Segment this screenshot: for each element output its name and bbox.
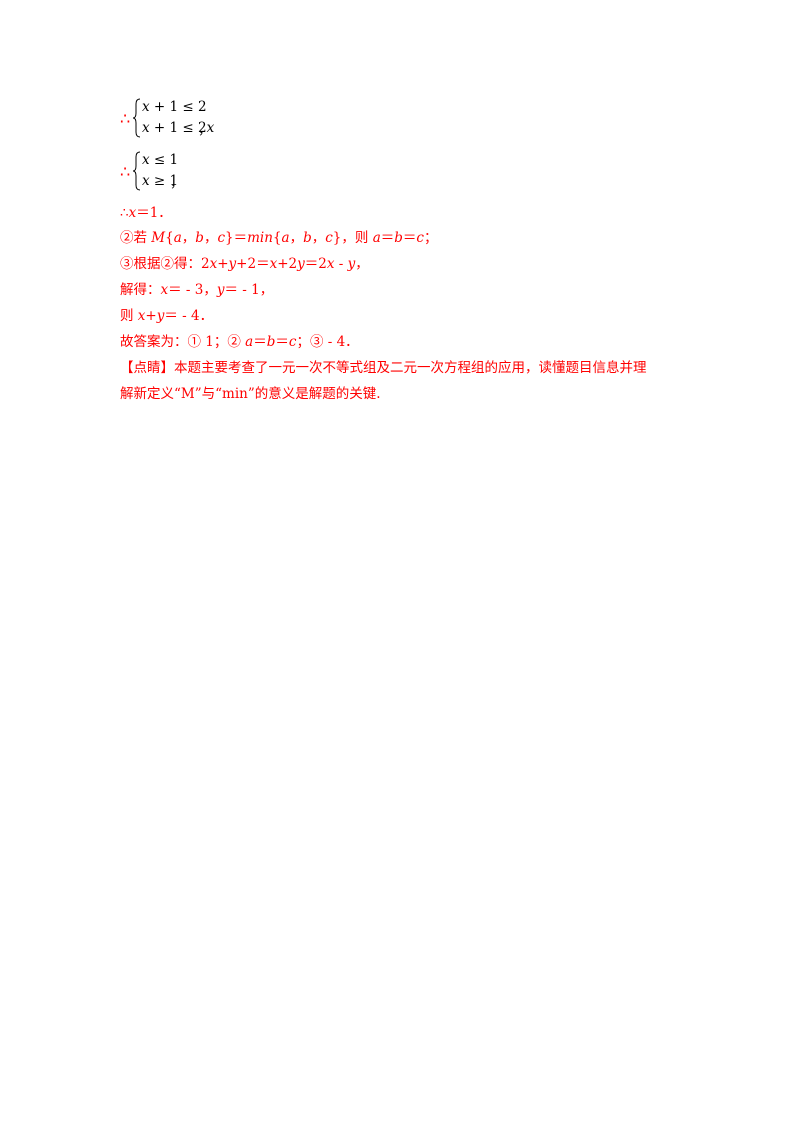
- inequality-system-1: ∴ x + 1 ≤ 2 x + 1 ≤ 2x ，: [120, 98, 240, 142]
- part-three-line: ③根据②得：2x+y+2＝x+2y＝2x - y，: [120, 256, 369, 272]
- comma: ，: [198, 122, 212, 138]
- solved-values-line: 解得：x＝ - 3，y＝ - 1，: [120, 282, 274, 298]
- system-row-2: x + 1 ≤ 2x: [142, 120, 215, 136]
- comma: ，: [170, 175, 184, 191]
- system-row-1: x ≤ 1: [142, 152, 179, 168]
- system-row-1: x + 1 ≤ 2: [142, 99, 207, 115]
- part-two-line: ②若 M{a，b，c}＝min{a，b，c}，则 a＝b＝c；: [120, 230, 438, 246]
- sum-line: 则 x+y＝ - 4．: [120, 308, 214, 324]
- therefore-symbol: ∴: [120, 109, 131, 128]
- left-brace: [132, 98, 141, 138]
- therefore-symbol: ∴: [120, 162, 131, 181]
- solution-line: ∴x＝1．: [120, 205, 172, 221]
- left-brace: [132, 151, 141, 191]
- system-row-2: x ≥ 1: [142, 173, 179, 189]
- inequality-system-2: ∴ x ≤ 1 x ≥ 1 ，: [120, 151, 240, 195]
- comment-line-1: 【点睛】本题主要考查了一元一次不等式组及二元一次方程组的应用，读懂题目信息并理: [120, 360, 647, 376]
- comment-line-2: 解新定义“M”与“min”的意义是解题的关键.: [120, 386, 381, 402]
- answer-line: 故答案为：① 1；② a＝b＝c；③ - 4．: [120, 334, 359, 350]
